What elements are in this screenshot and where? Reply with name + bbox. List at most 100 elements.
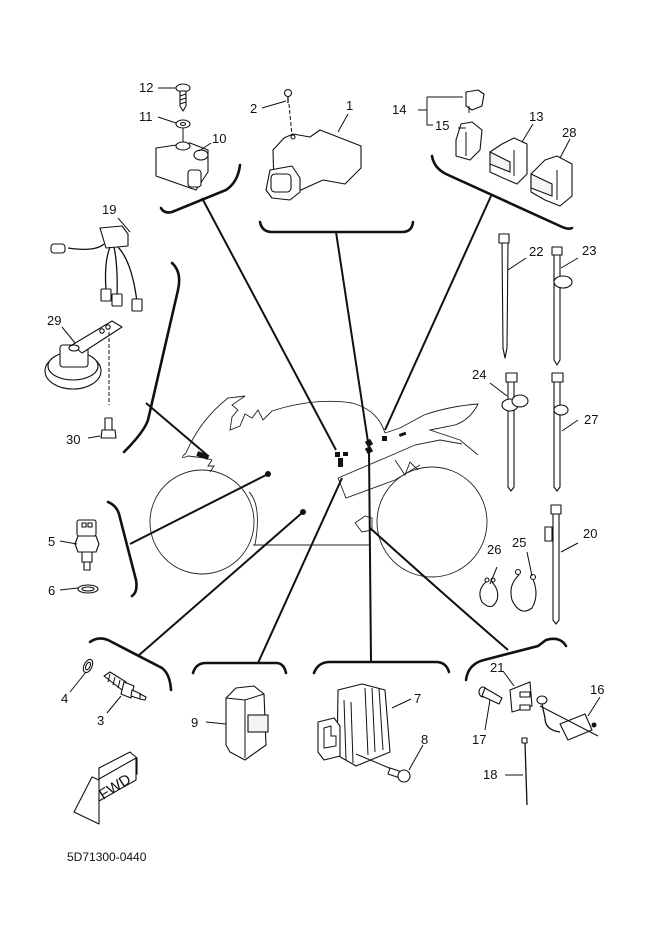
leader-switch-group — [137, 511, 304, 657]
callout-13[interactable]: 13 — [529, 109, 543, 124]
part-12-screw[interactable] — [175, 83, 191, 112]
group-brackets — [88, 154, 574, 692]
bracket-temp-sensor-group — [106, 500, 138, 598]
leader-sensor-group — [201, 197, 337, 451]
leader-temp-sensor-group — [129, 473, 269, 545]
leader-relay-unit-group — [257, 477, 343, 664]
part-19-wire-harness[interactable] — [50, 225, 143, 312]
marker-relay-4 — [398, 431, 407, 437]
part-29-horn[interactable] — [44, 320, 123, 405]
part-15-relay-holder[interactable] — [455, 121, 483, 161]
part-16-sensor-bracket[interactable] — [536, 695, 599, 741]
leader-relay-group — [384, 195, 492, 431]
motorcycle-outline — [149, 395, 488, 578]
part-24-band[interactable] — [501, 372, 529, 492]
frame-upper — [337, 439, 463, 479]
leader-ecu-group — [335, 231, 369, 443]
marker-horn-location — [196, 451, 210, 460]
drawing-code: 5D71300-0440 — [67, 850, 147, 864]
part-6-gasket[interactable] — [77, 584, 99, 594]
fork-guard — [248, 491, 258, 546]
callout-5[interactable]: 5 — [48, 534, 55, 549]
bracket-switch-group — [88, 637, 173, 692]
fairing-nose — [182, 452, 215, 473]
fairing-front — [185, 395, 386, 454]
callout-28[interactable]: 28 — [562, 125, 576, 140]
part-7-rectifier-regulator[interactable] — [317, 683, 395, 771]
callout-24[interactable]: 24 — [472, 367, 486, 382]
leader-bracket-group — [369, 527, 509, 651]
part-9-relay-unit[interactable] — [225, 685, 269, 761]
part-30-bolt[interactable] — [100, 417, 117, 439]
callout-6[interactable]: 6 — [48, 583, 55, 598]
part-20-band[interactable] — [544, 504, 562, 625]
callout-7[interactable]: 7 — [414, 691, 421, 706]
marker-sensor-unit-2 — [343, 452, 348, 456]
callout-8[interactable]: 8 — [421, 732, 428, 747]
callout-3[interactable]: 3 — [97, 713, 104, 728]
marker-relay-3 — [382, 436, 387, 441]
callout-26[interactable]: 26 — [487, 542, 501, 557]
bracket-regulator-group — [312, 660, 451, 675]
marker-ecu — [338, 458, 343, 467]
part-26-clamp[interactable] — [479, 577, 499, 608]
callout-1[interactable]: 1 — [346, 98, 353, 113]
callout-10[interactable]: 10 — [212, 131, 226, 146]
callout-21[interactable]: 21 — [490, 660, 504, 675]
part-23-band[interactable] — [551, 246, 573, 366]
callout-4[interactable]: 4 — [61, 691, 68, 706]
callout-leaders — [59, 87, 601, 776]
callout-19[interactable]: 19 — [102, 202, 116, 217]
callout-30[interactable]: 30 — [66, 432, 80, 447]
leader-regulator-group — [368, 449, 372, 663]
callout-18[interactable]: 18 — [483, 767, 497, 782]
marker-relay-1 — [364, 438, 374, 448]
part-10-sensor-unit[interactable] — [155, 128, 209, 191]
callout-15[interactable]: 15 — [435, 118, 449, 133]
callout-16[interactable]: 16 — [590, 682, 604, 697]
callout-11[interactable]: 11 — [139, 109, 153, 124]
callout-22[interactable]: 22 — [529, 244, 543, 259]
bracket-sensor-group — [159, 163, 242, 214]
forward-direction-arrow: FWD — [73, 751, 138, 825]
tail-section — [384, 403, 479, 456]
part-2-screw[interactable] — [283, 88, 293, 137]
bracket-horn-group — [122, 261, 181, 454]
frame-lower — [337, 464, 421, 499]
part-5-temperature-sensor[interactable] — [74, 519, 100, 571]
leader-horn-group — [145, 402, 208, 456]
front-wheel — [149, 469, 255, 575]
part-27-band[interactable] — [551, 372, 569, 492]
callout-25[interactable]: 25 — [512, 535, 526, 550]
callout-9[interactable]: 9 — [191, 715, 198, 730]
part-4-gasket[interactable] — [81, 658, 94, 674]
callout-29[interactable]: 29 — [47, 313, 61, 328]
part-13-relay[interactable] — [489, 137, 528, 185]
part-14-relay-assembly[interactable] — [418, 89, 485, 126]
bracket-ecu-group — [258, 220, 415, 234]
bracket-bracket-group — [464, 637, 568, 682]
part-18-cable-tie[interactable] — [521, 737, 528, 806]
part-8-bolt[interactable] — [387, 767, 411, 783]
callout-12[interactable]: 12 — [139, 80, 153, 95]
part-28-relay[interactable] — [530, 155, 573, 207]
callout-23[interactable]: 23 — [582, 243, 596, 258]
callout-2[interactable]: 2 — [250, 101, 257, 116]
callout-labels: 1 2 3 4 5 6 7 8 9 10 11 12 13 14 15 16 1… — [47, 80, 604, 782]
part-11-washer[interactable] — [175, 119, 191, 129]
part-1-ecu[interactable] — [265, 129, 362, 201]
callout-27[interactable]: 27 — [584, 412, 598, 427]
callout-17[interactable]: 17 — [472, 732, 486, 747]
bracket-relay-group — [430, 154, 574, 230]
rear-wheel — [376, 466, 488, 578]
part-25-clamp[interactable] — [510, 568, 537, 612]
part-22-cable-tie[interactable] — [498, 233, 510, 359]
part-17-bolt[interactable] — [478, 686, 503, 705]
part-3-switch[interactable] — [103, 671, 147, 701]
footpeg-detail — [354, 515, 373, 533]
callout-14[interactable]: 14 — [392, 102, 406, 117]
swingarm-detail — [394, 459, 419, 476]
callout-20[interactable]: 20 — [583, 526, 597, 541]
part-21-bracket[interactable] — [509, 681, 533, 713]
